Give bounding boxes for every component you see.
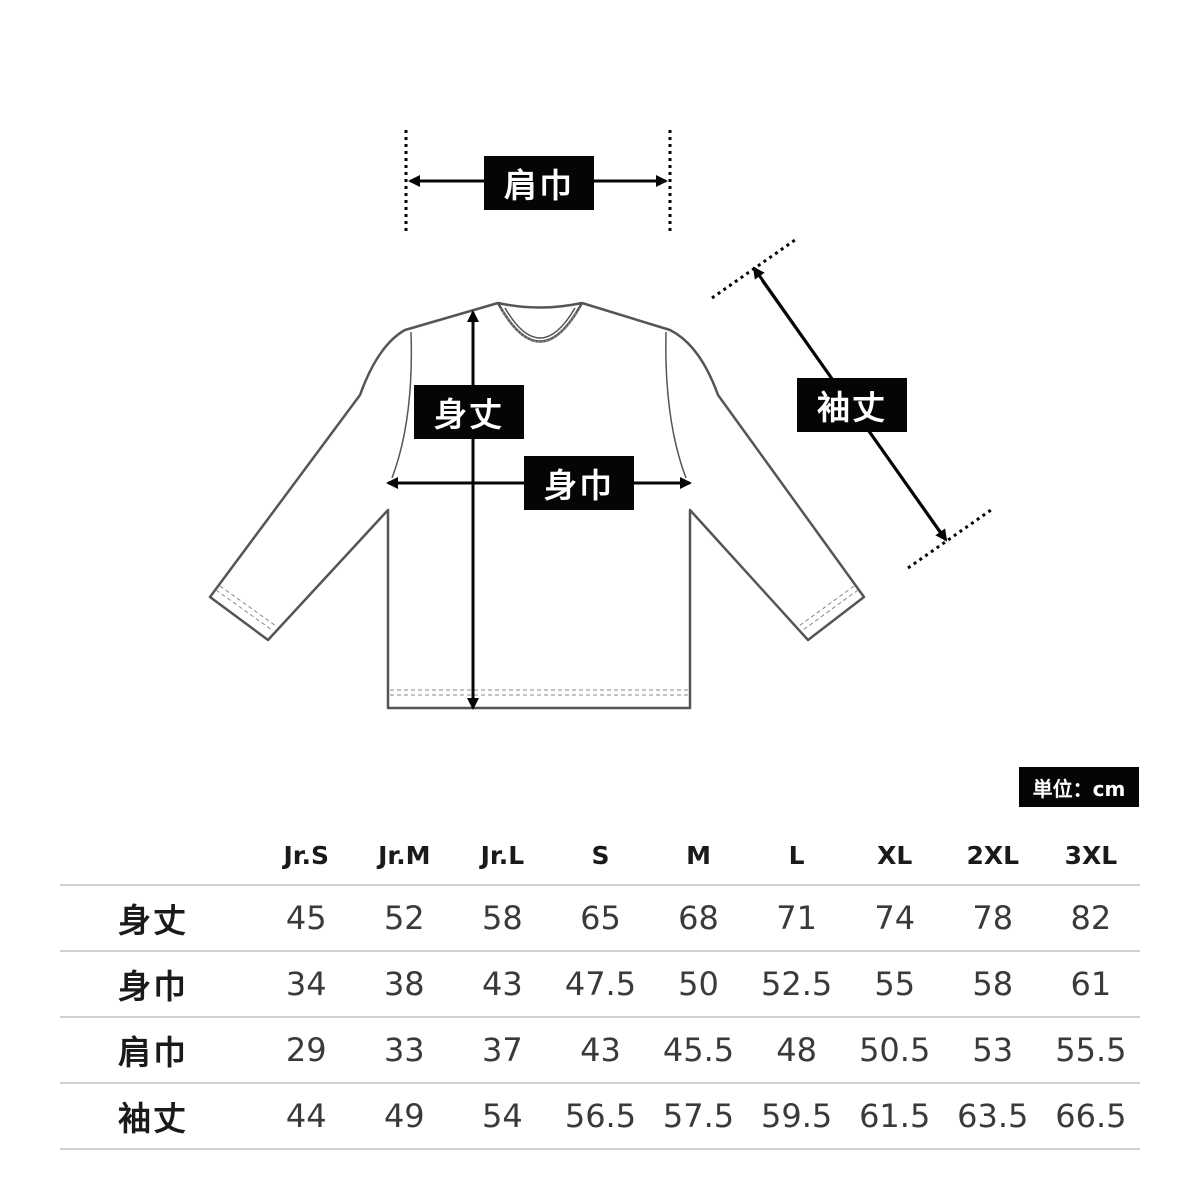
table-cell: 56.5 — [551, 1083, 650, 1150]
table-cell: 68 — [649, 885, 748, 952]
table-cell: 65 — [551, 885, 650, 952]
table-cell: 37 — [453, 1017, 552, 1084]
table-cell: 55.5 — [1041, 1017, 1140, 1084]
table-cell: 43 — [551, 1017, 650, 1084]
table-cell: 61.5 — [845, 1083, 944, 1150]
table-cell: 61 — [1041, 951, 1140, 1018]
size-table: Jr.S Jr.M Jr.L S M L XL 2XL 3XL 身丈 45 52… — [60, 826, 1140, 1150]
size-header: Jr.M — [355, 826, 454, 886]
row-label: 身巾 — [60, 951, 258, 1018]
body-length-label: 身丈 — [414, 385, 524, 439]
table-cell: 45 — [257, 885, 356, 952]
size-header: Jr.L — [453, 826, 552, 886]
table-cell: 49 — [355, 1083, 454, 1150]
table-row: 身丈 45 52 58 65 68 71 74 78 82 — [60, 885, 1140, 952]
table-cell: 44 — [257, 1083, 356, 1150]
table-cell: 57.5 — [649, 1083, 748, 1150]
shoulder-width-label: 肩巾 — [484, 156, 594, 210]
table-cell: 38 — [355, 951, 454, 1018]
body-width-label: 身巾 — [524, 456, 634, 510]
table-cell: 66.5 — [1041, 1083, 1140, 1150]
row-label: 身丈 — [60, 885, 258, 952]
size-header: 2XL — [943, 826, 1042, 886]
table-row: 肩巾 29 33 37 43 45.5 48 50.5 53 55.5 — [60, 1017, 1140, 1084]
header-corner — [60, 826, 258, 886]
table-cell: 78 — [943, 885, 1042, 952]
table-cell: 52.5 — [747, 951, 846, 1018]
table-cell: 52 — [355, 885, 454, 952]
table-header-row: Jr.S Jr.M Jr.L S M L XL 2XL 3XL — [60, 826, 1140, 886]
table-cell: 63.5 — [943, 1083, 1042, 1150]
collar-rib — [499, 307, 581, 343]
table-cell: 34 — [257, 951, 356, 1018]
table-cell: 47.5 — [551, 951, 650, 1018]
size-header: L — [747, 826, 846, 886]
sleeve-length-label: 袖丈 — [797, 378, 907, 432]
size-header: 3XL — [1041, 826, 1140, 886]
table-cell: 45.5 — [649, 1017, 748, 1084]
table-cell: 50.5 — [845, 1017, 944, 1084]
size-header: Jr.S — [257, 826, 356, 886]
row-label: 肩巾 — [60, 1017, 258, 1084]
row-label: 袖丈 — [60, 1083, 258, 1150]
size-header: M — [649, 826, 748, 886]
size-header: S — [551, 826, 650, 886]
table-cell: 58 — [943, 951, 1042, 1018]
table-cell: 29 — [257, 1017, 356, 1084]
table-cell: 55 — [845, 951, 944, 1018]
unit-badge: 単位：cm — [1019, 767, 1139, 807]
table-cell: 71 — [747, 885, 846, 952]
size-header: XL — [845, 826, 944, 886]
table-cell: 43 — [453, 951, 552, 1018]
table-cell: 33 — [355, 1017, 454, 1084]
table-cell: 58 — [453, 885, 552, 952]
table-cell: 74 — [845, 885, 944, 952]
stitch-lines — [215, 585, 859, 696]
table-cell: 59.5 — [747, 1083, 846, 1150]
table-cell: 48 — [747, 1017, 846, 1084]
table-cell: 50 — [649, 951, 748, 1018]
table-cell: 54 — [453, 1083, 552, 1150]
table-cell: 53 — [943, 1017, 1042, 1084]
table-row: 身巾 34 38 43 47.5 50 52.5 55 58 61 — [60, 951, 1140, 1018]
measurement-diagram — [208, 130, 992, 710]
table-row: 袖丈 44 49 54 56.5 57.5 59.5 61.5 63.5 66.… — [60, 1083, 1140, 1150]
table-cell: 82 — [1041, 885, 1140, 952]
